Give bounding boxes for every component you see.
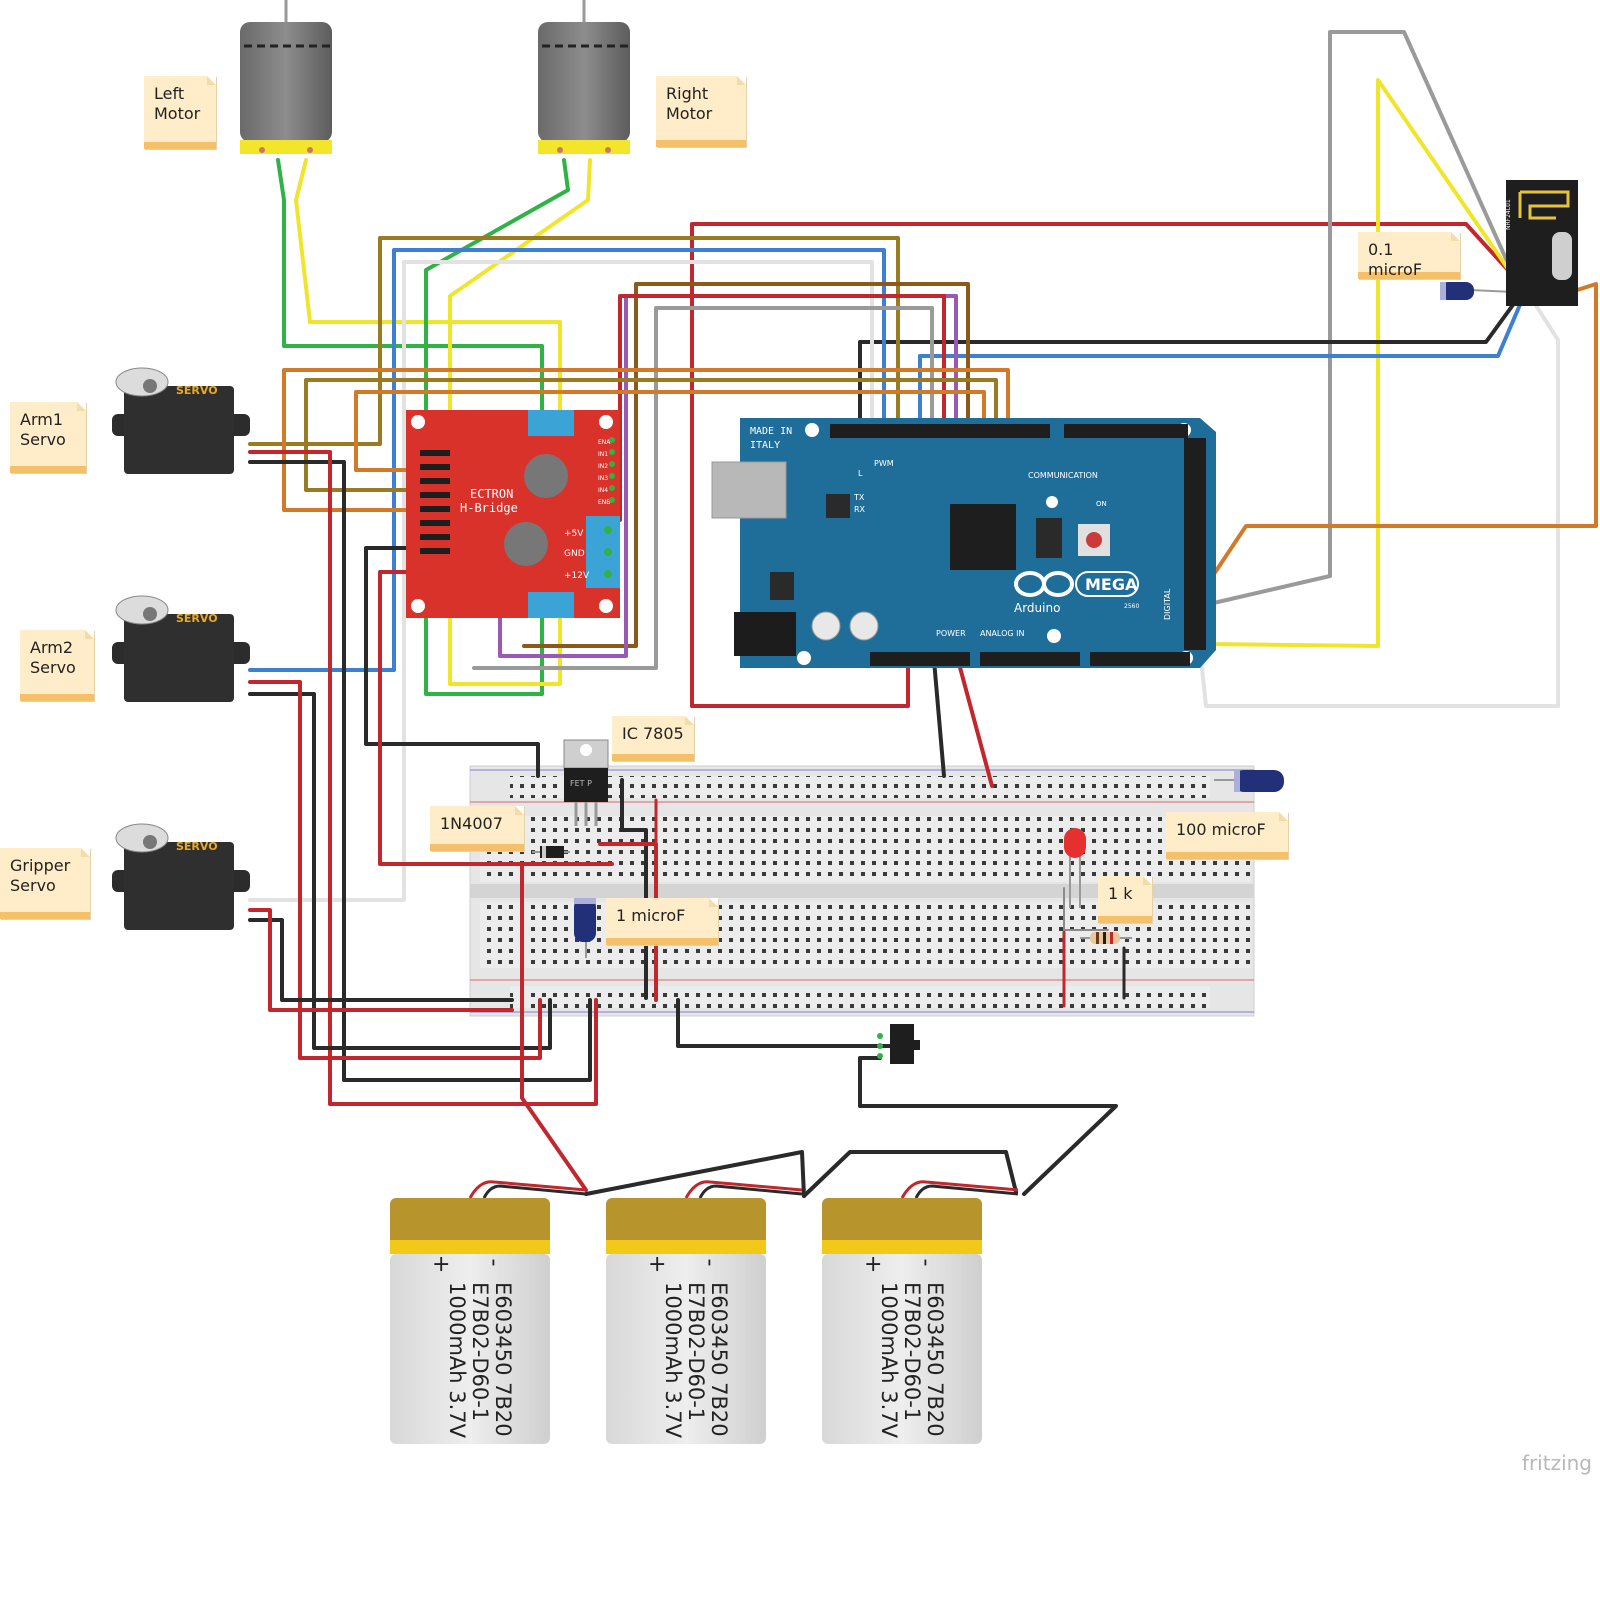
svg-text:ENB: ENB: [598, 499, 610, 506]
battery-3-label: E603450 7B20 E7B02-D60-1 1000mAh 3.7V: [877, 1282, 947, 1439]
wire-white-radio: [1198, 294, 1560, 708]
svg-text:Arduino: Arduino: [1014, 601, 1060, 615]
note-arm2-servo: Arm2 Servo: [20, 630, 94, 701]
nrf24l01-module: NRF24L01: [1505, 180, 1578, 306]
battery-3-plus: +: [864, 1252, 883, 1277]
wire-red-pwm: [618, 294, 946, 522]
svg-text:2560: 2560: [1124, 603, 1139, 610]
battery-2-label: E603450 7B20 E7B02-D60-1 1000mAh 3.7V: [661, 1282, 731, 1439]
resistor-1k: [1080, 932, 1132, 944]
note-0-1-microf: 0.1 microF: [1358, 232, 1460, 279]
svg-text:RX: RX: [854, 505, 866, 514]
wire-black-arm2: [248, 692, 552, 1050]
svg-text:IN4: IN4: [598, 487, 608, 494]
battery-2-minus: -: [697, 1258, 723, 1267]
svg-text:+12V: +12V: [564, 571, 590, 581]
svg-text:ENA: ENA: [598, 439, 611, 446]
wire-red-gripper: [248, 908, 514, 1012]
servo-arm1: SERVO: [112, 367, 250, 474]
circuit-diagram: SERVO SERVO SERVO ECTRON H-Bridge +5V: [112, 0, 1598, 1444]
svg-text:ON: ON: [1096, 500, 1107, 508]
note-ic-7805: IC 7805: [612, 716, 694, 761]
battery-1-plus: +: [432, 1252, 451, 1277]
svg-text:IN3: IN3: [598, 475, 608, 482]
battery-3: [822, 1180, 1019, 1444]
wire-blue-radio: [918, 298, 1524, 420]
note-1n4007: 1N4007: [430, 806, 524, 851]
svg-text:SERVO: SERVO: [176, 612, 218, 625]
wire-yellow-left-motor: [294, 158, 562, 422]
wire-orange-radio: [1188, 282, 1598, 612]
svg-text:PWM: PWM: [874, 459, 894, 468]
battery-3-minus: -: [913, 1258, 939, 1267]
battery-2-plus: +: [648, 1252, 667, 1277]
svg-text:ANALOG IN: ANALOG IN: [980, 629, 1025, 638]
svg-text:TX: TX: [853, 493, 865, 502]
wire-gray-pwm: [472, 306, 934, 670]
led-red: [1064, 828, 1086, 908]
note-1-microf: 1 microF: [606, 898, 718, 945]
servo-arm2: SERVO: [112, 595, 250, 702]
svg-text:DIGITAL: DIGITAL: [1163, 588, 1172, 620]
arduino-mega: MADE IN ITALY PWM COMMUNICATION TX RX L …: [711, 418, 1216, 668]
svg-text:FET P: FET P: [570, 779, 592, 788]
wire-red-arm1: [248, 450, 598, 1106]
svg-text:SERVO: SERVO: [176, 840, 218, 853]
svg-text:GND: GND: [564, 549, 585, 559]
battery-1: [390, 1180, 587, 1444]
h-bridge-module: ECTRON H-Bridge +5V GND +12V ENA IN1 IN2…: [406, 410, 620, 618]
svg-text:IN2: IN2: [598, 463, 608, 470]
wire-yellow-radio: [1186, 78, 1526, 648]
servo-gripper: SERVO: [112, 823, 250, 930]
svg-text:COMMUNICATION: COMMUNICATION: [1028, 471, 1098, 480]
battery-1-label: E603450 7B20 E7B02-D60-1 1000mAh 3.7V: [445, 1282, 515, 1439]
svg-text:+5V: +5V: [564, 529, 584, 539]
svg-text:MEGA: MEGA: [1085, 575, 1138, 594]
note-gripper-servo: Gripper Servo: [0, 848, 90, 919]
note-right-motor: Right Motor: [656, 76, 746, 147]
svg-text:NRF24L01: NRF24L01: [1505, 199, 1512, 230]
wire-gray-radio: [1190, 30, 1522, 610]
note-100-microf: 100 microF: [1166, 812, 1288, 859]
note-arm1-servo: Arm1 Servo: [10, 402, 86, 473]
wire-red-arduino-5v: [690, 658, 910, 708]
fritzing-watermark: fritzing: [1521, 1451, 1592, 1475]
power-switch: [877, 1024, 920, 1064]
note-left-motor: Left Motor: [144, 76, 216, 149]
wire-orange-in: [282, 368, 1010, 512]
wire-black-gripper: [248, 918, 514, 1002]
svg-text:POWER: POWER: [936, 629, 966, 638]
svg-text:IN1: IN1: [598, 451, 608, 458]
svg-text:MADE IN: MADE IN: [750, 426, 792, 437]
wire-white-in2: [248, 260, 874, 902]
capacitor-0-1uf: [1440, 282, 1474, 300]
battery-1-minus: -: [481, 1258, 507, 1267]
svg-text:H-Bridge: H-Bridge: [460, 501, 518, 515]
wire-black-arduino-gnd: [932, 658, 946, 778]
wire-red-arduino-vin: [956, 658, 994, 788]
wire-red-battery-main: [520, 864, 588, 1192]
wire-black-battery-return: [858, 1056, 1118, 1196]
wire-black-switch: [676, 998, 898, 1048]
wires: [248, 30, 1598, 1198]
svg-text:ITALY: ITALY: [750, 440, 780, 451]
arduino-logo: MEGA Arduino 2560: [1014, 571, 1139, 615]
left-motor: [240, 0, 332, 154]
right-motor: [538, 0, 630, 154]
voltage-regulator: FET P: [563, 739, 609, 826]
note-1k: 1 k: [1098, 876, 1152, 923]
wire-brown-pwm: [522, 282, 970, 648]
wire-black-arm1: [248, 460, 592, 1082]
battery-2: [606, 1180, 803, 1444]
wire-red-radio-power: [690, 222, 1530, 708]
diode-1n4007: [532, 846, 570, 858]
wire-red-arm2: [248, 680, 542, 1060]
svg-text:L: L: [858, 469, 863, 478]
capacitor-100uf: [1214, 770, 1284, 792]
capacitor-1uf: [574, 898, 596, 958]
svg-text:ECTRON: ECTRON: [470, 487, 513, 501]
svg-text:SERVO: SERVO: [176, 384, 218, 397]
